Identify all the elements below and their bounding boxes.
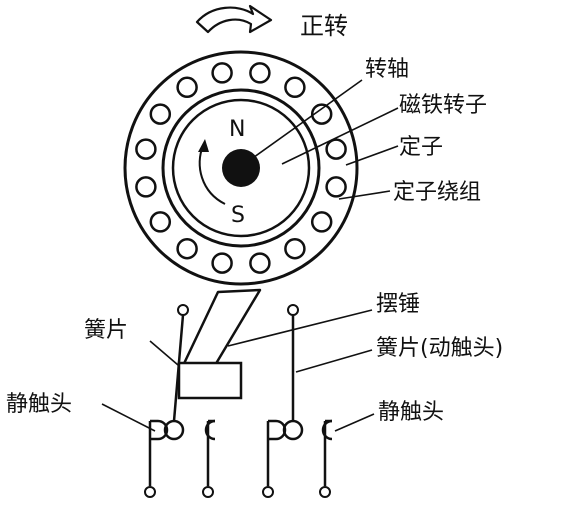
north-pole-label: N: [229, 117, 245, 142]
winding-slot: [211, 62, 233, 84]
winding-slot: [249, 62, 271, 84]
static-contact-left-label: 静触头: [6, 392, 72, 417]
winding-slot: [135, 176, 157, 198]
terminal-4: [319, 486, 331, 498]
stator-winding-slots: [135, 62, 347, 274]
rotation-arrow-icon: [195, 4, 273, 34]
reed-left-leader-line: [149, 340, 179, 366]
reed-left-label: 簧片: [84, 318, 128, 343]
right-moving-contact: [282, 419, 304, 441]
static-right-leader-line: [334, 413, 375, 432]
stator-outer-ring: [123, 50, 359, 286]
winding-slot: [176, 76, 198, 99]
winding-slot: [176, 237, 198, 260]
static-contact-3: [266, 419, 287, 486]
winding-slot: [149, 211, 172, 233]
stator-inner-ring: [161, 88, 321, 248]
winding-slot: [135, 138, 157, 160]
static-contact-right-label: 静触头: [378, 400, 444, 425]
right-reed-terminal: [287, 304, 299, 316]
winding-slot: [310, 211, 333, 233]
shaft-leader-line: [249, 79, 363, 161]
static-contact-1: [148, 419, 169, 486]
static-contact-4: [321, 419, 333, 486]
pendulum-label: 摆锤: [376, 292, 420, 317]
terminal-1: [144, 486, 156, 498]
terminal-2: [202, 486, 214, 498]
pendulum-weight: [177, 361, 243, 400]
winding-leader-line: [338, 190, 391, 200]
static-contact-2: [204, 419, 216, 486]
south-pole-label: S: [231, 203, 245, 228]
left-reed-terminal: [177, 304, 189, 316]
stator-winding-label: 定子绕组: [393, 180, 481, 205]
winding-slot: [149, 103, 172, 125]
winding-slot: [325, 176, 347, 198]
pendulum-arm: [178, 288, 262, 374]
winding-slot: [310, 103, 333, 125]
terminal-3: [262, 486, 274, 498]
winding-slot: [284, 76, 306, 99]
stator-leader-line: [345, 145, 399, 166]
rotation-label: 正转: [300, 12, 348, 40]
winding-slot: [284, 237, 306, 260]
left-moving-contact: [163, 419, 185, 441]
rotor-rotation-arrow-icon: [198, 139, 226, 205]
winding-slot: [211, 252, 233, 274]
winding-slot: [249, 252, 271, 274]
static-left-leader-line: [101, 403, 156, 432]
magnet-rotor: [171, 98, 311, 238]
magnet-rotor-label: 磁铁转子: [399, 93, 487, 118]
pendulum-leader-line: [227, 309, 373, 347]
reed-moving-leader-line: [295, 349, 373, 373]
shaft-label: 转轴: [365, 57, 409, 82]
rotor-shaft: [222, 149, 260, 187]
left-reed: [172, 314, 185, 422]
rotor-leader-line: [281, 107, 399, 165]
reed-moving-contact-label: 簧片(动触头): [376, 336, 503, 361]
winding-slot: [325, 138, 347, 160]
stator-label: 定子: [399, 135, 443, 160]
